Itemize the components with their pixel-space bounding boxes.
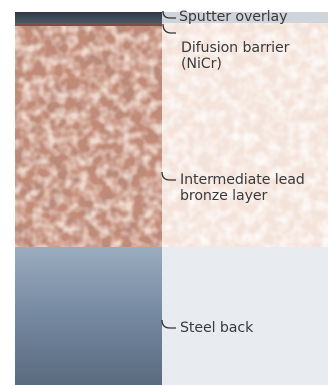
label-line: Steel back: [180, 320, 253, 336]
label-diffusion-barrier: Difusion barrier (NiCr): [181, 40, 289, 72]
micrograph-left: [15, 12, 162, 385]
steel-back-faded: [162, 247, 328, 385]
steel-back: [15, 247, 162, 385]
label-steel-back: Steel back: [180, 320, 253, 336]
label-line: Intermediate lead: [180, 172, 305, 188]
label-line: Sputter overlay: [179, 9, 287, 25]
label-line: Difusion barrier: [181, 40, 289, 56]
sputter-overlay-band: [15, 12, 162, 23]
barrier-band: [15, 23, 162, 26]
bronze-highlights: [15, 26, 162, 247]
label-intermediate-bronze: Intermediate lead bronze layer: [180, 172, 305, 204]
label-line: bronze layer: [180, 188, 305, 204]
label-sputter-overlay: Sputter overlay: [179, 9, 287, 25]
label-line: (NiCr): [181, 56, 289, 72]
